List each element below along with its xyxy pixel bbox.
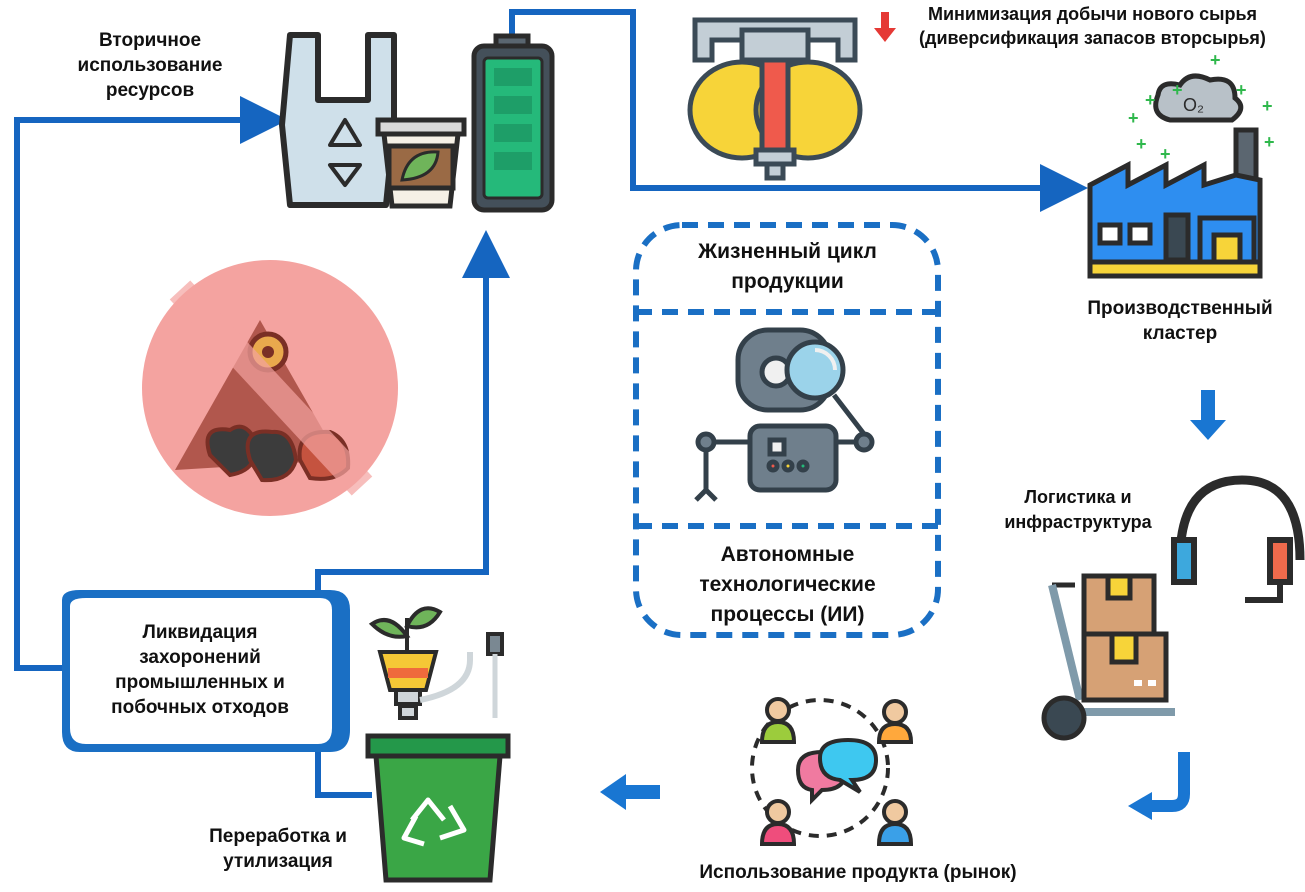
o2-label: O₂ (1183, 95, 1204, 115)
recycling-label: Переработка и утилизация (209, 826, 347, 872)
left-arrow-market-to-recycling (600, 774, 660, 810)
svg-text:+: + (1145, 90, 1156, 110)
hand-truck-icon (1041, 573, 1175, 741)
headset-icon (1171, 475, 1305, 603)
flow-connectors (14, 9, 1088, 798)
svg-text:+: + (1172, 80, 1183, 100)
production-cluster-label: Производственный кластер (1087, 298, 1273, 344)
svg-text:+: + (1264, 132, 1275, 152)
svg-text:+: + (1210, 50, 1221, 70)
autonomous-processes-label: Автономные технологические процессы (ИИ) (699, 543, 876, 626)
svg-text:+: + (1160, 144, 1171, 164)
arrow-to-bag (14, 96, 288, 671)
market-label: Использование продукта (рынок) (699, 862, 1017, 883)
minimization-label: Минимизация добычи нового сырья (диверси… (919, 4, 1266, 48)
battery-icon (471, 33, 555, 213)
product-lifecycle-box (633, 222, 941, 638)
plastic-bag-icon (279, 32, 397, 208)
robot-icon (694, 327, 875, 502)
market-community-icon (750, 697, 914, 846)
arrow-to-battery (315, 230, 510, 798)
logistics-label: Логистика и инфраструктура (1004, 487, 1152, 532)
svg-text:+: + (1262, 96, 1273, 116)
banned-landfill-icon (142, 260, 398, 516)
factory-icon (1087, 73, 1263, 279)
landfill-elimination-box (62, 590, 350, 752)
svg-text:+: + (1236, 80, 1247, 100)
paper-cup-icon (375, 117, 467, 209)
lifecycle-title: Жизненный цикл продукции (698, 240, 877, 293)
sparkles-icon: + + + + + + + + + (1128, 50, 1275, 164)
landfill-elimination-label: Ликвидация захоронений промышленных и по… (111, 622, 289, 718)
recycle-bin-icon (365, 733, 511, 883)
svg-text:+: + (1136, 134, 1147, 154)
arrow-to-factory (509, 9, 1088, 212)
down-arrow-factory-to-logistics (1190, 390, 1226, 440)
svg-text:+: + (1128, 108, 1139, 128)
drill-extraction-icon (687, 17, 863, 181)
curved-arrow-logistics-to-market (1128, 752, 1190, 820)
red-down-arrow-icon (874, 12, 896, 42)
plant-lamp-icon (368, 606, 504, 720)
secondary-use-label: Вторичное использование ресурсов (77, 30, 223, 101)
